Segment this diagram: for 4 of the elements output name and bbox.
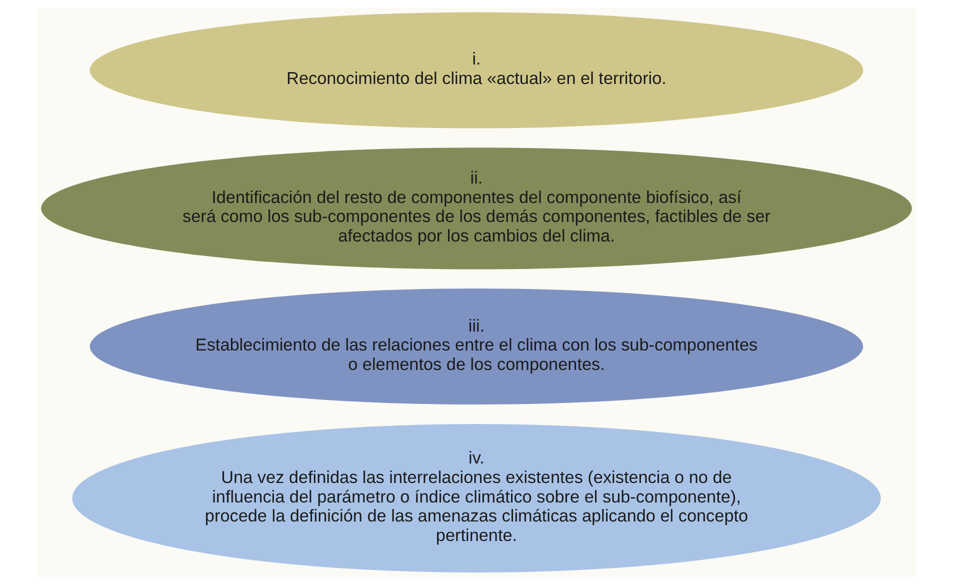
node-ellipse: i. Reconocimiento del clima «actual» en el territorio. [90,12,864,128]
node-ellipse: iv. Una vez definidas las interrelaciones existentes (existencia o no de influencia del parámetro o índice climático sobre el sub-componente), procede la definición de las amenazas climáticas aplicando el concepto pertinente. [72,424,881,572]
node-ellipse: iii. Establecimiento de las relaciones entre el clima con los sub-componentes o elementos de los componentes. [90,288,864,404]
node-ellipse: ii. Identificación del resto de componentes del componente biofísico, así será como los sub-componentes de los demás componentes, factibles de ser afectados por los cambios del clima. [41,148,912,270]
